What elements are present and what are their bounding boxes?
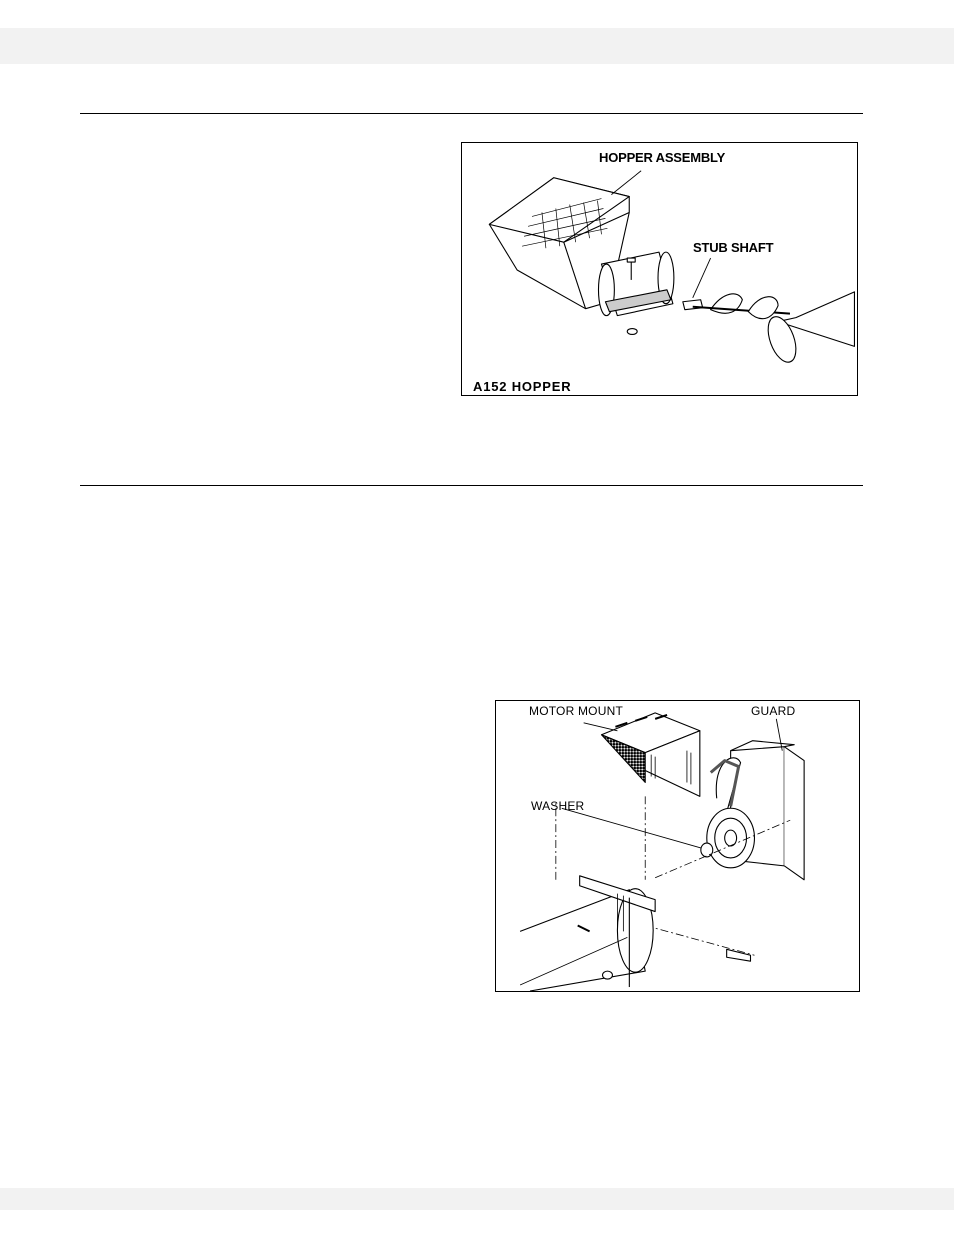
guard-label: GUARD [751, 704, 796, 718]
section-divider-top [80, 113, 863, 114]
hopper-illustration [488, 170, 855, 363]
hopper-figure-caption: A152 HOPPER [473, 379, 572, 394]
motor-mount-label: MOTOR MOUNT [529, 704, 623, 718]
washer-label: WASHER [531, 799, 585, 813]
hopper-figure: HOPPER ASSEMBLY STUB SHAFT A152 HOPPER [461, 142, 858, 396]
motor-mount-illustration [519, 712, 805, 991]
page-header-band [0, 28, 954, 64]
page-footer-band [0, 1188, 954, 1210]
motor-mount-figure: MOTOR MOUNT GUARD WASHER [495, 700, 860, 992]
section-divider-middle [80, 485, 863, 486]
hopper-assembly-label: HOPPER ASSEMBLY [599, 150, 726, 165]
stub-shaft-label: STUB SHAFT [693, 240, 774, 255]
